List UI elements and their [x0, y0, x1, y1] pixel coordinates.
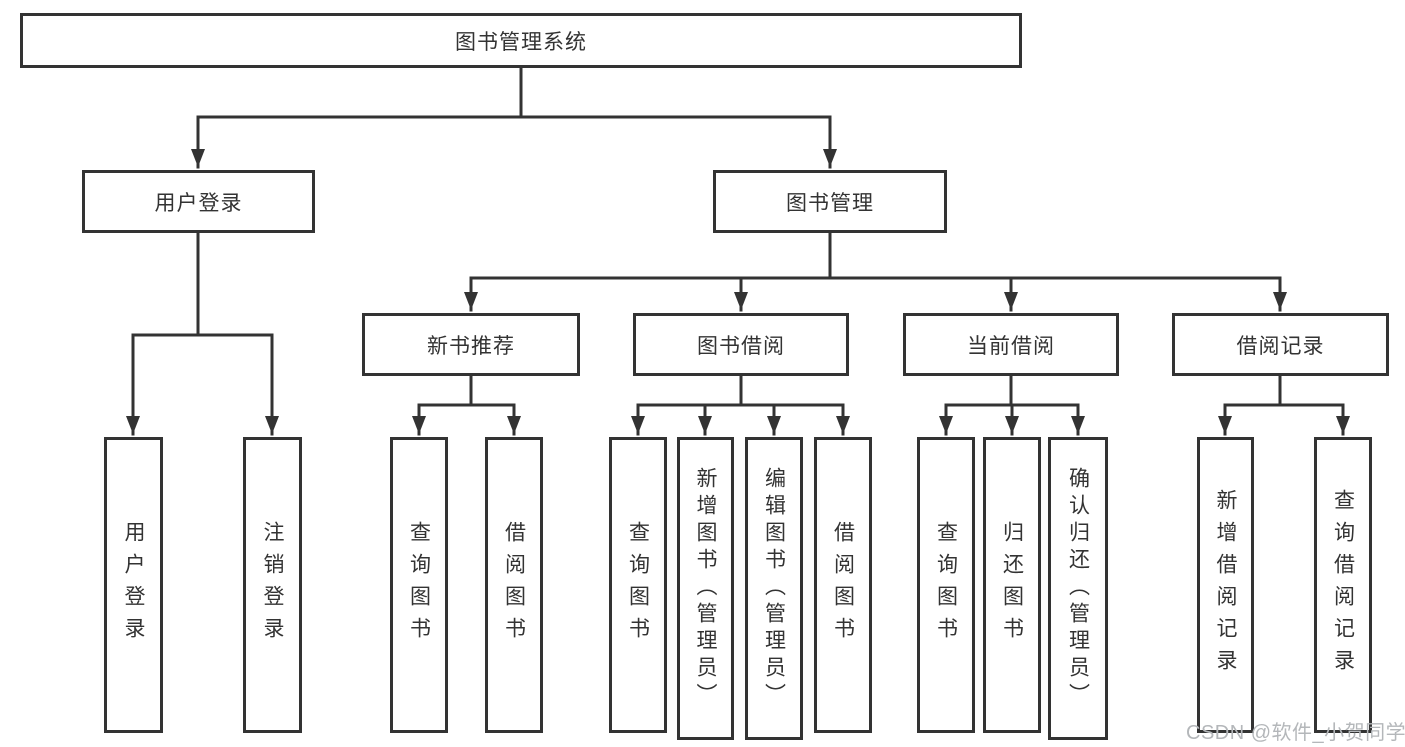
leaf-confirm-return-admin: 确认归还（管理员）: [1048, 437, 1108, 740]
node-book-management-label: 图书管理: [786, 191, 874, 215]
connector-management-branch: [464, 231, 1287, 312]
connector-login-branch: [126, 231, 279, 436]
leaf-logout-label: 注销登录: [261, 521, 284, 649]
connector-newbook-branch: [412, 374, 521, 436]
connector-currentborrow-branch: [939, 374, 1085, 436]
leaf-query-book-1: 查询图书: [390, 437, 448, 733]
node-current-borrow: 当前借阅: [903, 313, 1119, 376]
connector-borrowrecord-branch: [1218, 374, 1350, 436]
leaf-add-book-admin-label: 新增图书（管理员）: [694, 467, 717, 710]
node-new-book-recommend-label: 新书推荐: [427, 334, 515, 358]
leaf-edit-book-admin: 编辑图书（管理员）: [745, 437, 803, 740]
leaf-add-borrow-record-label: 新增借阅记录: [1214, 489, 1237, 681]
leaf-user-login-label: 用户登录: [122, 521, 145, 649]
leaf-add-book-admin: 新增图书（管理员）: [677, 437, 734, 740]
node-book-borrow-label: 图书借阅: [697, 334, 785, 358]
node-root-label: 图书管理系统: [455, 30, 587, 54]
node-book-management: 图书管理: [713, 170, 947, 233]
node-root-system: 图书管理系统: [20, 13, 1022, 68]
leaf-add-borrow-record: 新增借阅记录: [1197, 437, 1254, 733]
leaf-return-book-label: 归还图书: [1000, 521, 1024, 649]
leaf-query-borrow-record-label: 查询借阅记录: [1331, 489, 1355, 681]
leaf-borrow-book-2-label: 借阅图书: [831, 521, 855, 649]
node-book-borrow: 图书借阅: [633, 313, 849, 376]
leaf-borrow-book-2: 借阅图书: [814, 437, 872, 733]
leaf-query-borrow-record: 查询借阅记录: [1314, 437, 1372, 733]
leaf-query-book-3-label: 查询图书: [934, 521, 958, 649]
leaf-query-book-1-label: 查询图书: [407, 521, 431, 649]
leaf-query-book-2-label: 查询图书: [626, 521, 650, 649]
leaf-borrow-book-1-label: 借阅图书: [502, 521, 526, 649]
node-user-login-label: 用户登录: [154, 191, 243, 215]
node-new-book-recommend: 新书推荐: [362, 313, 580, 376]
leaf-query-book-2: 查询图书: [609, 437, 667, 733]
connector-bookborrow-branch: [631, 374, 850, 436]
node-borrow-record: 借阅记录: [1172, 313, 1389, 376]
leaf-edit-book-admin-label: 编辑图书（管理员）: [762, 467, 786, 710]
node-user-login: 用户登录: [82, 170, 315, 233]
connector-root-branch: [191, 66, 837, 169]
leaf-borrow-book-1: 借阅图书: [485, 437, 543, 733]
leaf-confirm-return-admin-label: 确认归还（管理员）: [1066, 467, 1090, 710]
node-borrow-record-label: 借阅记录: [1236, 334, 1325, 358]
csdn-watermark: CSDN @软件_小贺同学: [1186, 722, 1405, 744]
leaf-return-book: 归还图书: [983, 437, 1041, 733]
leaf-query-book-3: 查询图书: [917, 437, 975, 733]
node-current-borrow-label: 当前借阅: [967, 334, 1055, 358]
leaf-user-login: 用户登录: [104, 437, 163, 733]
leaf-logout: 注销登录: [243, 437, 302, 733]
